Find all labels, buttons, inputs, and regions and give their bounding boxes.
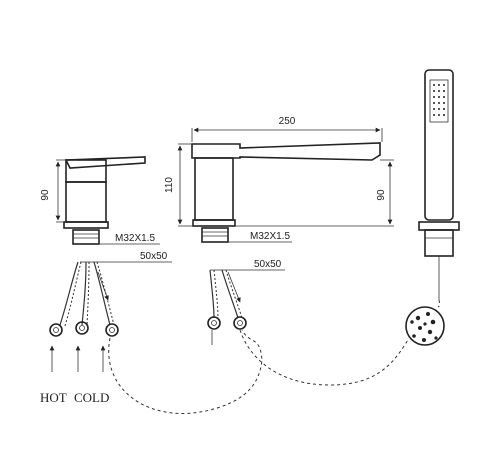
mixer-thread-label: M32X1.5 [115,233,155,244]
spout-base-label: 50x50 [254,259,282,270]
spout-outlet-height-label: 90 [376,189,387,201]
spout-height-label: 110 [164,177,175,193]
spout-hoses [207,269,247,345]
mixer-thread-dimension: M32X1.5 50x50 [80,233,172,263]
mixer-hoses [49,261,119,337]
hot-label: HOT [40,390,67,405]
mixer-height-label: 90 [40,189,51,201]
spout-outlet-dimension: 90 [236,159,394,227]
hand-shower [418,69,460,300]
mixer-base-label: 50x50 [140,251,168,262]
inlet-arrows [49,345,106,372]
mixer-height-dimension: 90 [40,159,66,223]
mixer-body [63,156,146,245]
spout-length-dimension: 250 [191,116,383,142]
cold-label: COLD [74,390,109,405]
spout-thread-dimension: M32X1.5 50x50 [210,231,292,271]
spout-length-label: 250 [279,116,296,127]
spout-height-dimension: 110 [164,143,193,227]
shower-hose-coil [405,306,445,346]
spout-thread-label: M32X1.5 [250,231,290,242]
hose-connections [108,299,441,414]
spout-body [191,142,381,243]
